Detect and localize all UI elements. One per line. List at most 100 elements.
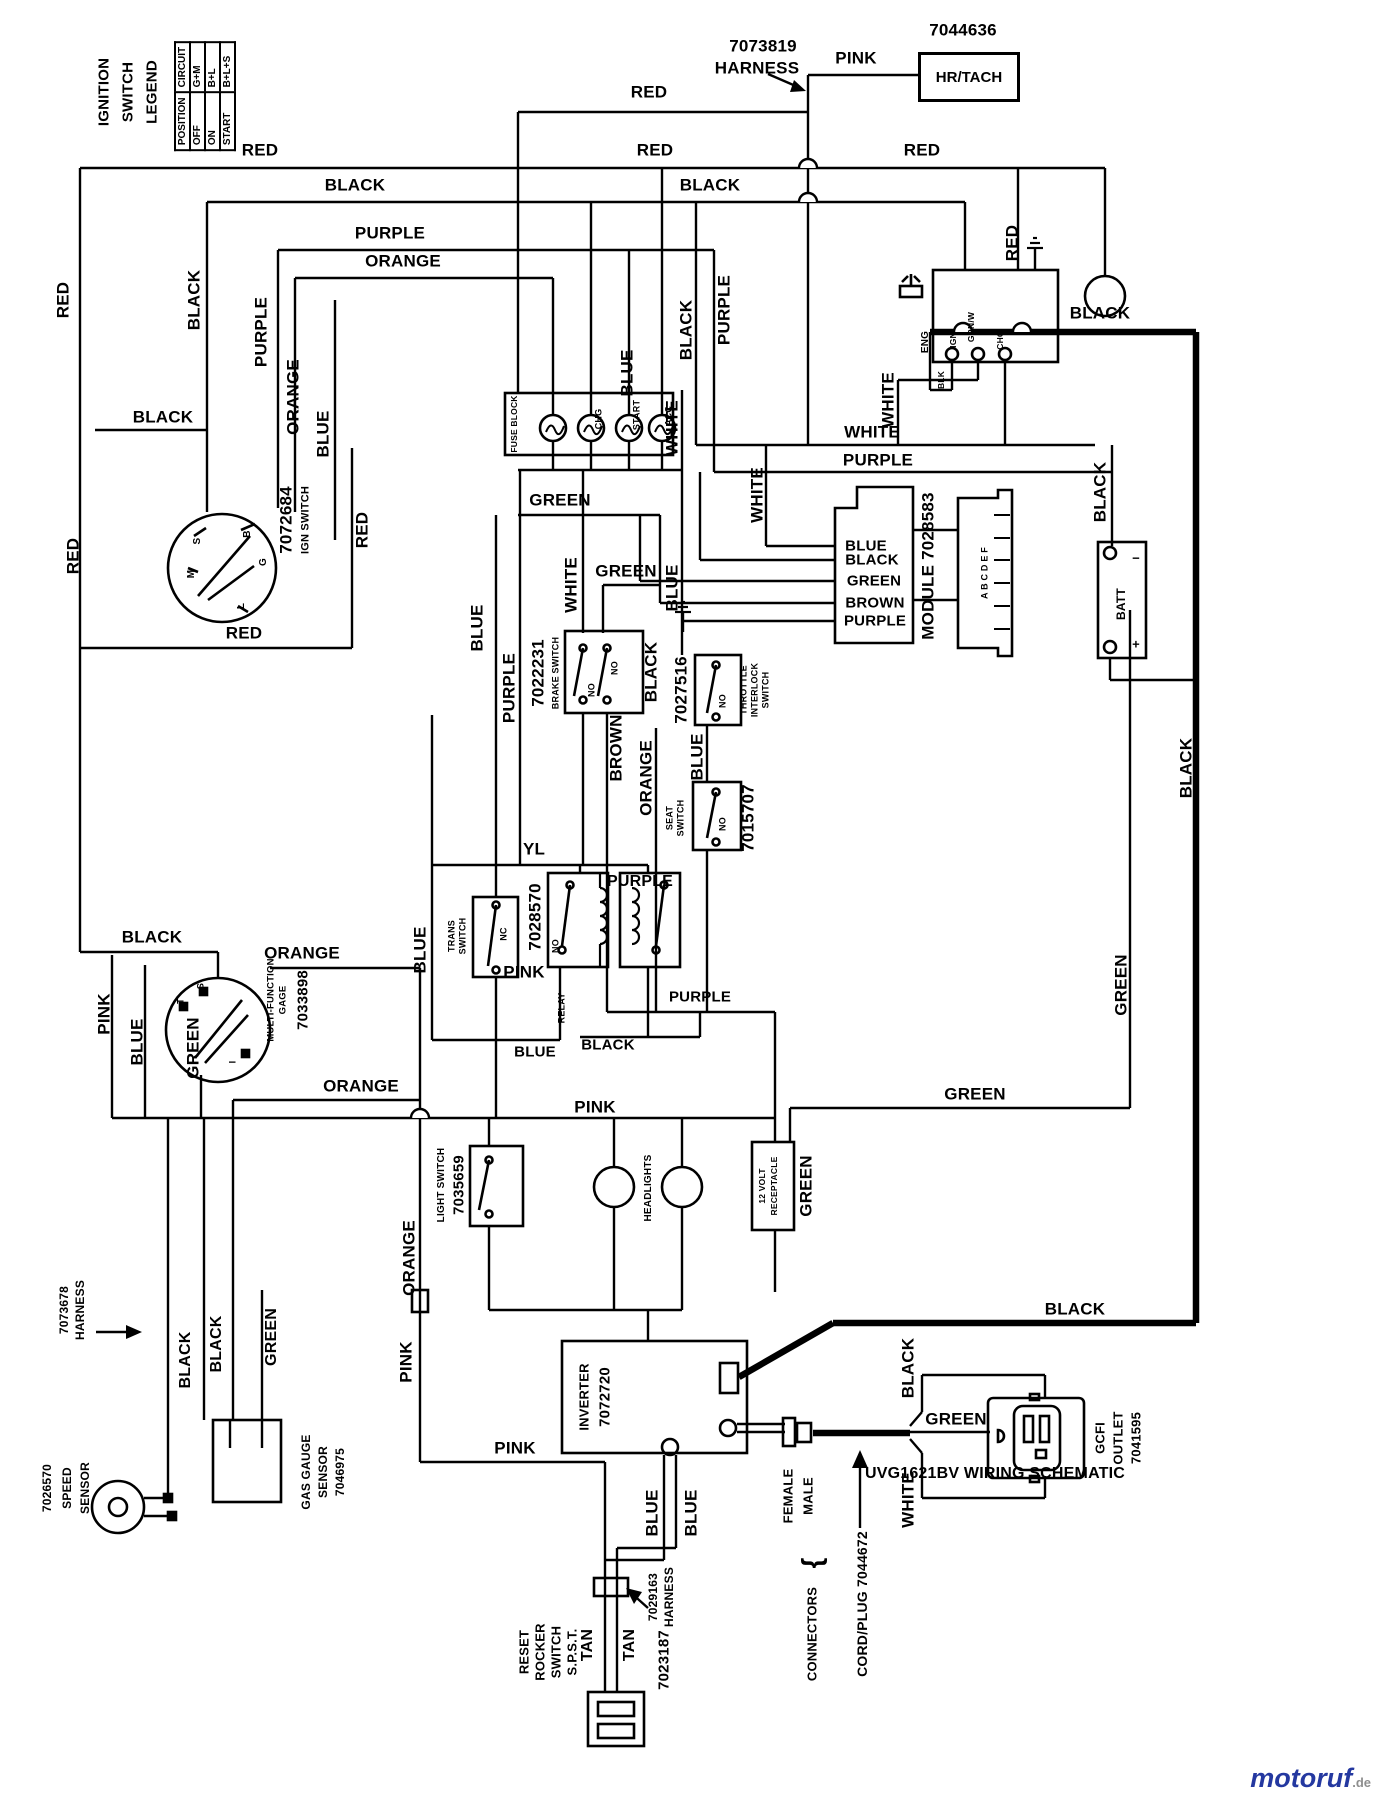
part-number-7072720: 7072720 [596, 1367, 614, 1427]
part-number-7033898: 7033898 [294, 970, 312, 1030]
cord-plug-label: CORD/PLUG 7044672 [854, 1531, 870, 1677]
wire-label-black: BLACK [184, 269, 204, 331]
legend-title-line1: IGNITION [95, 57, 113, 127]
wire-label-blue: BLUE [313, 410, 333, 458]
connector-male-label: MALE [800, 1477, 816, 1515]
rocker-line1: RESET [516, 1629, 532, 1675]
wire-label-red: RED [225, 623, 263, 643]
battery [1096, 540, 1148, 660]
arrow-harness-7029163 [626, 1588, 642, 1604]
multi-function-gage [164, 976, 272, 1084]
connector-female-label: FEMALE [780, 1468, 796, 1524]
part-number-7041595: 7041595 [1128, 1411, 1144, 1465]
rocker-line2: ROCKER [532, 1623, 548, 1681]
throttle-switch-line3: SWITCH [760, 671, 771, 709]
ign-terminal-b: B [242, 530, 253, 538]
wire-label-yl: YL [522, 839, 546, 859]
harness-7029163-label: HARNESS [662, 1566, 676, 1628]
headlights-label: HEADLIGHTS [643, 1154, 654, 1222]
relay-1 [546, 871, 610, 969]
rocker-line4: S.P.S.T. [564, 1628, 580, 1676]
wire-label-black: BLACK [324, 175, 386, 195]
seat-switch-line1: SEAT [664, 805, 675, 831]
seat-switch-line2: SWITCH [675, 799, 686, 837]
module-pin-letters: A B C D E F [979, 547, 990, 599]
wire-label-green: GREEN [263, 1308, 280, 1366]
gage-terminal-s: S [195, 982, 206, 990]
gage-terminal-t: T [175, 998, 186, 1004]
part-number-7027516: 7027516 [671, 656, 691, 724]
hr-tach-meter: HR/TACH [918, 52, 1020, 102]
brake-switch [563, 629, 645, 715]
wire-label-blue: BLUE [662, 564, 682, 612]
wire-label-pink: PINK [494, 1438, 536, 1458]
wire-label-blue: BLUE [514, 1043, 556, 1061]
ign-terminal-g: G [258, 558, 269, 566]
ign-switch-label: IGN SWITCH [299, 486, 312, 554]
gage-label-line2: GAGE [277, 985, 289, 1015]
wire-label-blue: BLUE [467, 604, 487, 652]
part-number-7046975: 7046975 [333, 1447, 347, 1497]
trans-switch [471, 895, 520, 979]
gcfi-line1: GCFI [1092, 1422, 1108, 1454]
light-switch [468, 1144, 525, 1228]
wire-label-orange: ORANGE [283, 359, 303, 435]
connectors-brace: { [796, 1557, 827, 1569]
legend-title-line3: LEGEND [143, 60, 161, 124]
wire-label-black: BLACK [679, 175, 741, 195]
wire-label-blue: BLUE [642, 1489, 662, 1537]
wire-label-red: RED [241, 140, 279, 160]
wire-label-orange: ORANGE [365, 251, 441, 271]
wire-label-red: RED [636, 140, 674, 160]
watermark-logo[interactable]: motoruf.de [1250, 1763, 1371, 1794]
eng-terminal-grnw: GRN/W [965, 311, 976, 343]
legend-header-position: POSITION [175, 92, 190, 151]
rocker-line3: SWITCH [548, 1625, 564, 1679]
legend-header-circuit: CIRCUIT [175, 41, 190, 93]
relay-2 [618, 871, 682, 969]
brake-switch-label: BRAKE SWITCH [550, 636, 561, 710]
seat-switch [691, 780, 743, 852]
wire-label-black: BLACK [845, 551, 899, 569]
wire-label-blue: BLUE [845, 537, 887, 555]
wire-hop [797, 191, 819, 203]
watermark-text[interactable]: motoruf [1250, 1763, 1353, 1793]
ignition-switch [166, 512, 278, 624]
speed-sensor [90, 1479, 178, 1535]
brake-no-2: NO [609, 661, 620, 675]
trans-nc: NC [498, 927, 509, 941]
wire-label-red: RED [903, 140, 941, 160]
eng-wire-blk: BLK [935, 370, 946, 390]
fuse-start: START [631, 399, 642, 431]
inverter-label: INVERTER [576, 1363, 592, 1431]
wire-label-orange: ORANGE [636, 740, 656, 816]
gas-gauge-sensor [211, 1418, 283, 1504]
wire-label-purple: PURPLE [668, 988, 732, 1006]
wire-label-green: GREEN [925, 1409, 987, 1429]
speed-sensor-line2: SENSOR [78, 1462, 92, 1514]
harness-7029163-connector [592, 1576, 630, 1598]
engine [898, 236, 1127, 364]
wire-label-black: BLACK [1176, 737, 1196, 799]
wire-segment [909, 1438, 923, 1454]
receptacle-line2: RECEPTACLE [768, 1156, 779, 1216]
wire-label-green: GREEN [183, 1017, 203, 1079]
throttle-interlock-switch [675, 600, 743, 727]
12-volt-receptacle [750, 1140, 796, 1232]
wire-label-green: GREEN [944, 1084, 1006, 1104]
wire-label-white: WHITE [844, 422, 900, 442]
wire-label-black: BLACK [177, 1331, 194, 1389]
wire-label-blue: BLUE [681, 1489, 701, 1537]
arrow-cord-plug [852, 1450, 868, 1468]
speed-sensor-line1: SPEED [60, 1467, 74, 1509]
schematic-title: UVG1621BV WIRING SCHEMATIC [864, 1465, 1126, 1482]
connectors-label: CONNECTORS [804, 1586, 820, 1682]
wire-label-black: BLACK [121, 927, 183, 947]
light-switch-label: LIGHT SWITCH [436, 1147, 447, 1223]
wire-label-pink: PINK [503, 962, 545, 982]
throttle-switch-line2: INTERLOCK [749, 662, 760, 718]
gcfi-line2: OUTLET [1110, 1411, 1126, 1465]
wire-label-purple: PURPLE [714, 274, 734, 346]
wire-label-green: GREEN [595, 561, 657, 581]
